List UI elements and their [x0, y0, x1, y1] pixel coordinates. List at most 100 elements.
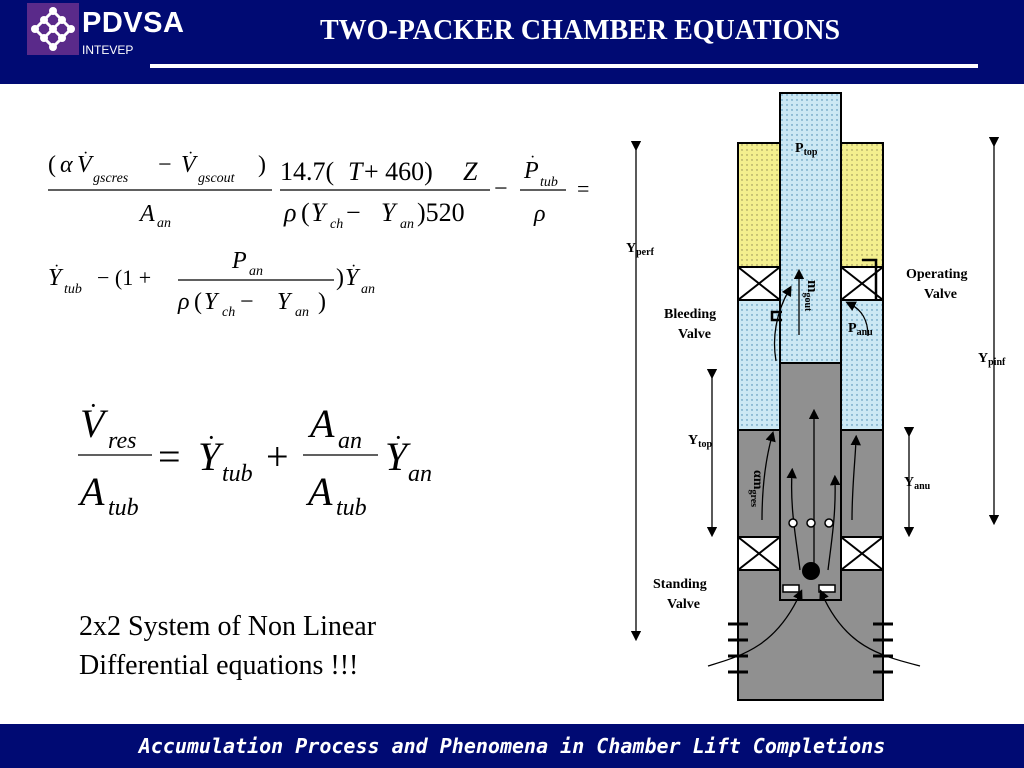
eq2-tail-close: ): [336, 265, 344, 291]
standing-valve-seat-right: [818, 584, 836, 593]
eq1-equals: =: [577, 176, 589, 201]
eq1-plus-460: + 460): [364, 157, 433, 186]
page-title: TWO-PACKER CHAMBER EQUATIONS: [319, 15, 841, 46]
eq1-t: T: [348, 157, 364, 186]
eq1-a-an: A: [138, 201, 155, 227]
label-standing-valve-2: Valve: [667, 597, 700, 612]
eq3-equals: =: [158, 434, 181, 479]
eq2-sub-an-2: an: [295, 305, 309, 320]
eq1-y-ch: Y: [311, 198, 328, 227]
eq1-open-paren: (: [48, 152, 56, 178]
label-bleeding-valve-2: Valve: [678, 327, 711, 342]
eq1-z: Z: [463, 157, 478, 186]
eq1-v-gscres: V: [77, 152, 94, 178]
equation-1: ( α V · gscres − V · gscout ) A an 14.7(…: [48, 145, 589, 232]
standing-valve-ball: [802, 562, 820, 580]
eq2-sub-ch: ch: [222, 305, 235, 320]
svg-text:αmgres: αmgres: [748, 470, 765, 507]
label-bleeding-valve-1: Bleeding: [664, 307, 716, 322]
eq3-sub-res: res: [108, 428, 136, 454]
eq1-p-tub: P: [523, 158, 539, 184]
brand-subtitle: INTEVEP: [82, 43, 134, 57]
lower-packer-right: [840, 536, 884, 571]
label-operating-valve-1: Operating: [906, 267, 967, 282]
eq1-alpha: α: [60, 152, 73, 178]
eq1-rho-2: ρ: [533, 201, 546, 227]
eq1-sub-gscres: gscres: [93, 171, 129, 186]
formation-left: [737, 142, 781, 268]
label-alpha-m-gres: αmgres: [748, 470, 765, 507]
standing-valve-seat-left: [782, 584, 800, 593]
eq1-open-2: (: [301, 198, 310, 227]
operating-valve-bracket: [862, 258, 878, 300]
eq2-open: (: [194, 289, 202, 315]
equation-3: V · res A tub = Y · tub + A an A tub Y ·…: [77, 391, 432, 521]
svg-text:mgout: mgout: [802, 280, 820, 312]
eq1-sub-an-2: an: [400, 217, 414, 232]
label-m-gout: mgout: [802, 280, 820, 312]
eq1-minus: −: [158, 152, 172, 178]
eq3-a-tub: A: [77, 469, 105, 514]
inflow-arrow-left: [707, 589, 803, 667]
eq1-y-an: Y: [381, 198, 398, 227]
eq1-close-520: )520: [417, 198, 465, 227]
bubble-3: [824, 518, 834, 528]
eq2-dot-1: ·: [54, 258, 59, 275]
caption-line-2: Differential equations !!!: [79, 650, 359, 681]
eq3-a-tub-2: A: [305, 469, 333, 514]
formation-right: [840, 142, 884, 268]
inflow-arrow-right: [819, 589, 921, 667]
perforations-left: [728, 622, 748, 674]
label-y-pinf: Ypinf: [978, 351, 1006, 368]
header-bar: [0, 0, 1024, 84]
eq1-coef: 14.7(: [280, 157, 334, 186]
label-standing-valve-1: Standing: [653, 577, 707, 592]
equations-area: ( α V · gscres − V · gscout ) A an 14.7(…: [48, 145, 589, 521]
pdvsa-logo-icon: [27, 3, 79, 55]
eq1-dot-1: ·: [83, 145, 88, 162]
caption-line-1: 2x2 System of Non Linear: [79, 611, 377, 642]
eq2-y-an-tail: Y: [345, 265, 361, 291]
bubble-2: [806, 518, 816, 528]
eq3-sub-tub: tub: [108, 495, 139, 521]
eq1-close-paren: ): [258, 152, 266, 178]
eq3-dot-2: ·: [207, 423, 216, 452]
eq3-plus: +: [266, 434, 289, 479]
label-y-perf: Yperf: [626, 241, 655, 258]
eq3-sub-tub-3: tub: [336, 495, 367, 521]
eq2-p-an: P: [231, 248, 247, 274]
eq2-y-ch: Y: [204, 289, 220, 315]
perforations-right: [873, 622, 893, 674]
label-y-top: Ytop: [688, 433, 712, 450]
eq2-mid: − (1 +: [97, 265, 151, 290]
footer-title: Accumulation Process and Phenomena in Ch…: [138, 734, 886, 758]
chamber-well-diagram: Ptop Yperf Operating Valve Bleeding Valv…: [626, 92, 1006, 701]
eq3-dot-3: ·: [394, 423, 403, 452]
eq3-y-tub: Y: [198, 434, 224, 479]
eq1-v-gscout: V: [181, 152, 198, 178]
eq2-close: ): [318, 289, 326, 315]
eq2-minus: −: [240, 289, 254, 315]
bleed-flow-arrow: [773, 285, 792, 362]
eq1-sub-tub: tub: [540, 175, 558, 190]
eq2-rho: ρ: [177, 289, 190, 315]
eq3-sub-tub-2: tub: [222, 461, 253, 487]
eq3-dot-1: ·: [89, 391, 98, 420]
eq1-rho: ρ: [283, 198, 296, 227]
equation-2: Y · tub − (1 + P an ρ ( Y ch − Y an ) ) …: [48, 248, 375, 320]
liquid-arrow-right: [850, 434, 861, 521]
eq2-dot-2: ·: [351, 258, 356, 275]
label-y-anu: Yanu: [904, 475, 931, 492]
eq1-minus-3: −: [494, 176, 508, 202]
eq2-sub-an-tail: an: [361, 282, 375, 297]
eq1-dot-2: ·: [188, 145, 193, 162]
lower-packer-left: [737, 536, 781, 571]
eq3-y-an: Y: [385, 434, 411, 479]
title-underline: [150, 64, 978, 68]
eq1-sub-ch: ch: [330, 217, 343, 232]
eq2-sub-tub: tub: [64, 282, 82, 297]
tubing-gas: [779, 92, 842, 364]
eq2-y-tub: Y: [48, 265, 64, 291]
system-caption: 2x2 System of Non Linear Differential eq…: [79, 607, 376, 685]
eq3-a-an: A: [307, 401, 335, 446]
